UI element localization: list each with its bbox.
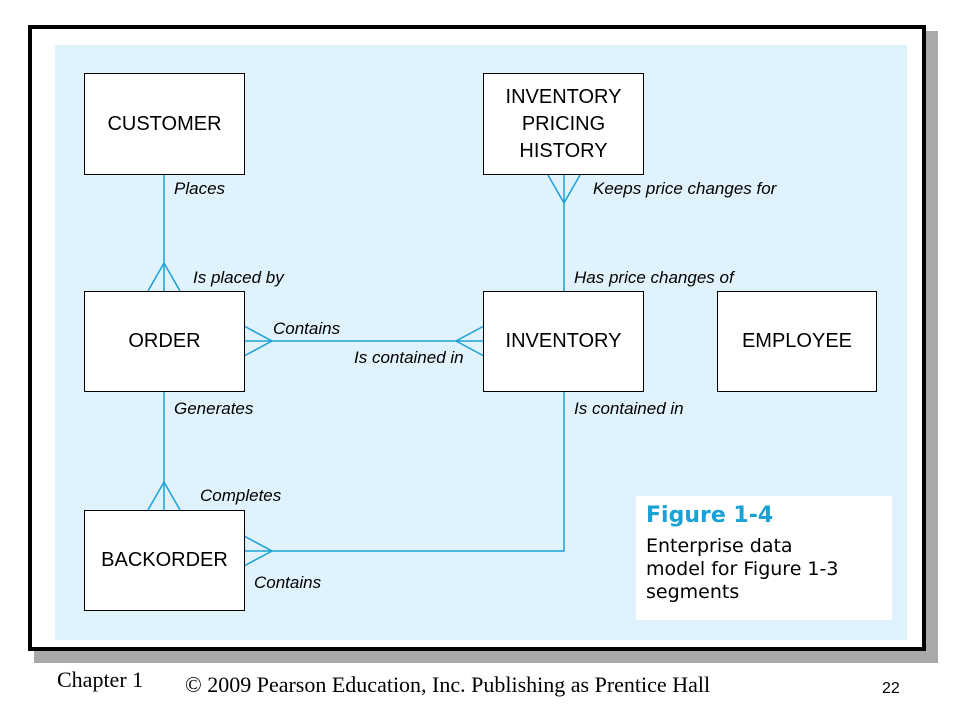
rel-is-placed-by: Is placed by <box>193 268 284 287</box>
rel-places: Places <box>174 179 226 198</box>
rel-is-contained-in-backorder: Is contained in <box>574 399 684 418</box>
entity-backorder: BACKORDER <box>84 510 245 611</box>
crowfoot-pricing-bottom <box>547 174 581 205</box>
rel-has-price-changes-of: Has price changes of <box>574 268 734 287</box>
entity-customer: CUSTOMER <box>84 73 245 175</box>
figure-description: Enterprise data model for Figure 1-3 seg… <box>646 535 839 603</box>
crowfoot-inventory-left <box>454 325 485 357</box>
entity-inventory-pricing-history-label: INVENTORY PRICING HISTORY <box>505 85 622 162</box>
rel-contains-order: Contains <box>273 319 341 338</box>
connector-inventory-backorder <box>244 391 565 552</box>
entity-inventory: INVENTORY <box>483 291 644 392</box>
entity-order-label: ORDER <box>128 330 201 352</box>
entity-employee-label: EMPLOYEE <box>741 330 853 352</box>
figure-title: Figure 1-4 <box>646 503 774 528</box>
page-number: 22 <box>882 680 900 697</box>
crowfoot-backorder-top <box>147 480 181 511</box>
entity-order: ORDER <box>84 291 245 392</box>
rel-keeps-price-changes-for: Keeps price changes for <box>593 179 777 198</box>
entity-inventory-label: INVENTORY <box>505 330 622 352</box>
crowfoot-backorder-right <box>243 535 274 567</box>
rel-generates: Generates <box>174 399 254 418</box>
entity-inventory-pricing-history: INVENTORY PRICING HISTORY <box>483 73 644 175</box>
crowfoot-order-top <box>147 261 181 292</box>
entity-employee: EMPLOYEE <box>717 291 877 392</box>
figure-caption: Figure 1-4 Enterprise data model for Fig… <box>636 496 892 620</box>
rel-is-contained-in-inventory: Is contained in <box>354 348 464 367</box>
crowfoot-order-right <box>243 325 274 357</box>
rel-contains-backorder: Contains <box>254 573 322 592</box>
entity-backorder-label: BACKORDER <box>101 549 228 571</box>
copyright-notice: © 2009 Pearson Education, Inc. Publishin… <box>185 672 711 697</box>
chapter-label: Chapter 1 <box>57 667 144 692</box>
entity-customer-label: CUSTOMER <box>107 112 222 135</box>
rel-completes: Completes <box>200 486 282 505</box>
